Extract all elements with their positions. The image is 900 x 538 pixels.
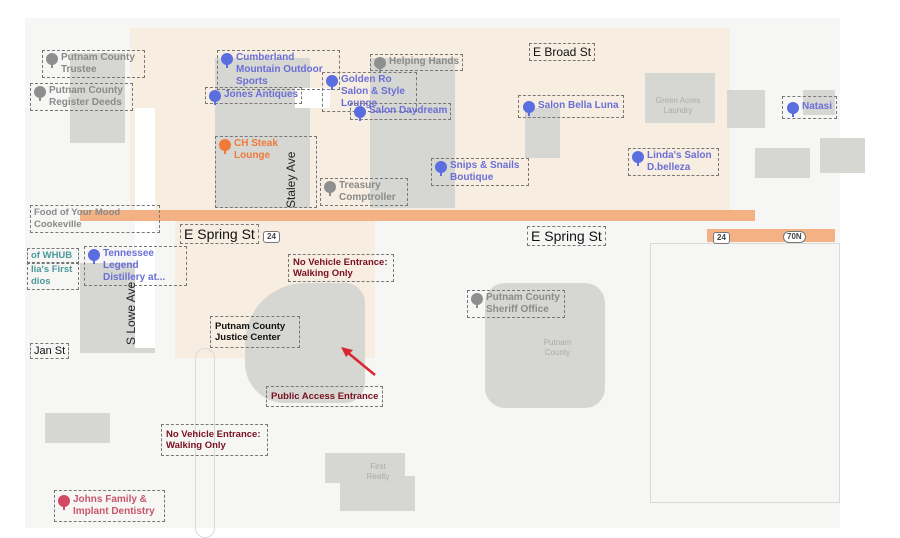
poi-tennessee-legend[interactable]: Tennessee Legend Distillery at...	[84, 246, 187, 286]
red-arrow-icon	[341, 347, 376, 376]
poi-cumberland[interactable]: Cumberland Mountain Outdoor Sports	[217, 50, 340, 90]
poi-ch-steak-lounge[interactable]: CH Steak Lounge	[215, 136, 317, 208]
building	[370, 58, 455, 208]
street-e-spring-east: E Spring St	[527, 226, 606, 246]
building-label: First Realty	[366, 462, 390, 481]
scissors-icon	[354, 106, 366, 121]
poi-helping-hands[interactable]: Helping Hands	[370, 54, 464, 72]
street-e-spring-west: E Spring St	[180, 224, 259, 244]
road	[295, 88, 330, 108]
street-staley: Staley Ave	[284, 151, 298, 208]
map-pin-icon	[374, 57, 386, 72]
poi-johns-dentistry[interactable]: Johns Family & Implant Dentistry	[54, 490, 165, 522]
shopping-bag-icon	[221, 53, 233, 68]
scissors-icon	[523, 101, 535, 116]
street-jan: Jan St	[30, 343, 70, 359]
street-s-lowe: S Lowe Ave	[124, 281, 138, 345]
restaurant-icon	[219, 139, 231, 154]
annotation-public-access: Public Access Entrance	[266, 386, 384, 407]
annotation-justice-center: Putnam County Justice Center	[210, 316, 300, 348]
building	[340, 476, 415, 511]
annotation-no-vehicle-1: No Vehicle Entrance: Walking Only	[288, 254, 394, 282]
poi-trustee[interactable]: Putnam County Trustee	[42, 50, 145, 78]
annotation-no-vehicle-2: No Vehicle Entrance: Walking Only	[161, 424, 268, 456]
bar-icon	[88, 249, 100, 264]
government-icon	[471, 293, 483, 308]
poi-studios[interactable]: lia's First dios	[27, 262, 79, 290]
poi-sheriff-office[interactable]: Putnam County Sheriff Office	[467, 290, 565, 318]
justice-center-building	[245, 283, 365, 403]
building-label: Putnam County	[543, 338, 572, 357]
building	[755, 148, 810, 178]
shopping-bag-icon	[435, 161, 447, 176]
poi-salon-bella-luna[interactable]: Salon Bella Luna	[518, 95, 624, 118]
dentist-icon	[58, 495, 70, 510]
scissors-icon	[632, 151, 644, 166]
map-pin-icon	[46, 53, 58, 68]
route-24-shield: 24	[263, 231, 280, 243]
building	[45, 413, 110, 443]
poi-laundry: Green Acres Laundry	[655, 96, 701, 115]
us-70n-shield: 70N	[783, 231, 806, 243]
building	[645, 73, 715, 123]
poi-register-deeds[interactable]: Putnam County Register Deeds	[30, 83, 133, 111]
road-outline	[650, 243, 840, 503]
poi-food-of-your-mood[interactable]: Food of Your Mood Cookeville	[30, 205, 160, 233]
poi-treasury[interactable]: Treasury Comptroller	[320, 178, 408, 206]
street-e-broad: E Broad St	[529, 43, 596, 61]
building	[525, 108, 560, 158]
scissors-icon	[326, 75, 338, 90]
building	[820, 138, 865, 173]
poi-jones-antiques[interactable]: Jones Antiques	[205, 87, 303, 105]
poi-lindas-salon[interactable]: Linda's Salon D.belleza	[628, 148, 719, 176]
poi-snips-snails[interactable]: Snips & Snails Boutique	[431, 158, 529, 186]
e-spring-st-highway	[80, 210, 755, 221]
building	[727, 90, 765, 128]
building	[803, 90, 835, 115]
poi-whub[interactable]: of WHUB	[27, 248, 79, 264]
route-24-shield: 24	[713, 232, 730, 244]
poi-salon-daydream[interactable]: Salon Daydream	[350, 103, 452, 121]
scissors-icon	[787, 102, 799, 117]
building	[70, 53, 125, 143]
shopping-bag-icon	[209, 90, 221, 105]
map-pin-icon	[34, 86, 46, 101]
road	[135, 108, 155, 348]
government-icon	[324, 181, 336, 196]
poi-natasi[interactable]: Natasi	[782, 96, 838, 119]
sheriff-building	[485, 283, 605, 408]
